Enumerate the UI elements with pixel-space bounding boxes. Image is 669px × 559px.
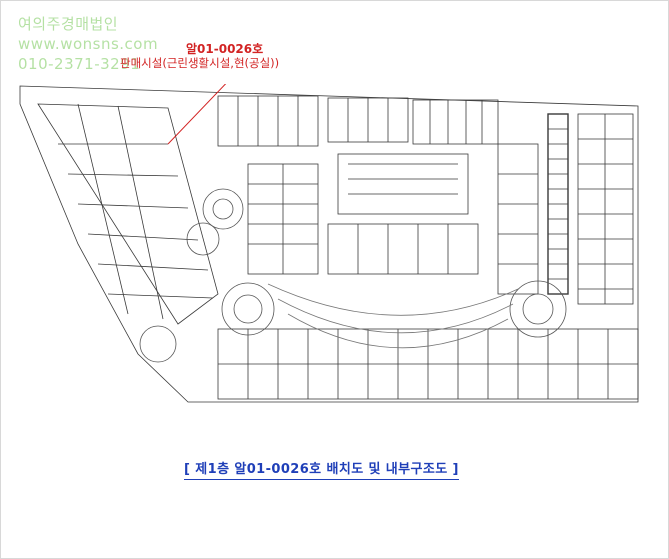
caption-text: [ 제1층 알01-0026호 배치도 및 내부구조도 ]	[184, 462, 459, 477]
annotation-leader-line	[167, 84, 227, 145]
plaza-circles	[139, 188, 567, 363]
right-column-units	[547, 113, 634, 305]
watermark: 여의주경매법인 www.wonsns.com 010-2371-3291	[18, 14, 158, 74]
middle-unit-blocks	[247, 143, 539, 295]
caption-underline	[184, 479, 459, 480]
annotation-unit-label: 알01-0026호	[186, 42, 264, 56]
annotation-use-label: 판매시설(근린생활시설,현(공실))	[120, 56, 280, 70]
bottom-row-units	[217, 328, 639, 400]
central-atrium	[337, 153, 469, 215]
watermark-company: 여의주경매법인	[18, 15, 119, 33]
drawing-caption: [ 제1층 알01-0026호 배치도 및 내부구조도 ]	[184, 458, 459, 480]
landscape-curves	[267, 283, 519, 349]
left-wing-units	[37, 103, 219, 325]
top-row-units	[217, 95, 499, 147]
building-outline	[19, 85, 639, 403]
watermark-website: www.wonsns.com	[18, 35, 159, 53]
watermark-phone: 010-2371-3291	[18, 55, 141, 73]
floor-plan-drawing	[19, 84, 639, 403]
